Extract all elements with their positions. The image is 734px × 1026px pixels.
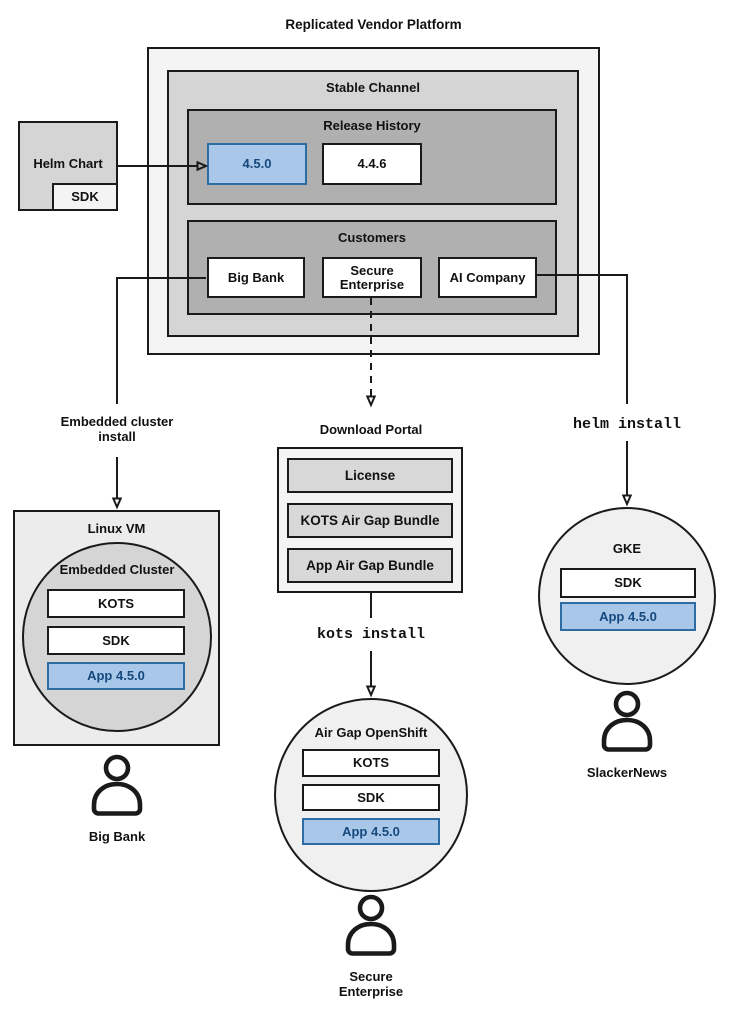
os-app-box: App 4.5.0 [302,818,440,845]
gke-circle: GKE SDK App 4.5.0 [538,507,716,685]
license-box: License [287,458,453,493]
slackernews-user: SlackerNews [567,690,687,780]
embedded-install-label: Embedded cluster install [60,414,174,444]
linux-vm-label: Linux VM [87,521,146,536]
os-sdk-box: SDK [302,784,440,811]
customer-ai-company: AI Company [438,257,537,298]
download-portal-box: License KOTS Air Gap Bundle App Air Gap … [277,447,463,593]
app-airgap-bundle-box: App Air Gap Bundle [287,548,453,583]
stable-channel-label: Stable Channel [326,80,420,95]
slackernews-user-label: SlackerNews [586,765,668,780]
user-icon [601,690,653,752]
helm-chart-box: Helm Chart SDK [18,121,118,211]
customer-secure-enterprise: Secure Enterprise [322,257,422,298]
kots-install-command: kots install [316,626,426,643]
user-icon [345,894,397,956]
ec-sdk-box: SDK [47,626,185,655]
platform-box: Stable Channel Release History 4.5.0 4.4… [147,47,600,355]
ec-app-box: App 4.5.0 [47,662,185,690]
diagram-title: Replicated Vendor Platform [285,17,462,32]
customers-box: Customers Big Bank Secure Enterprise AI … [187,220,557,315]
user-icon [91,754,143,816]
release-4-5-0: 4.5.0 [207,143,307,185]
gke-label: GKE [612,541,642,556]
gke-sdk-box: SDK [560,568,696,598]
helm-sdk-box: SDK [52,183,118,211]
gke-app-box: App 4.5.0 [560,602,696,631]
linux-vm-box: Linux VM Embedded Cluster KOTS SDK App 4… [13,510,220,746]
ec-kots-box: KOTS [47,589,185,618]
stable-channel-box: Stable Channel Release History 4.5.0 4.4… [167,70,579,337]
download-portal-label: Download Portal [319,422,423,437]
big-bank-user: Big Bank [57,754,177,844]
customer-big-bank: Big Bank [207,257,305,298]
release-history-box: Release History 4.5.0 4.4.6 [187,109,557,205]
big-bank-user-label: Big Bank [88,829,146,844]
embedded-cluster-circle: Embedded Cluster KOTS SDK App 4.5.0 [22,542,212,732]
release-4-4-6: 4.4.6 [322,143,422,185]
embedded-cluster-label: Embedded Cluster [59,562,175,577]
os-kots-box: KOTS [302,749,440,777]
customers-label: Customers [338,230,406,245]
helm-chart-label: Helm Chart [33,156,103,171]
release-history-label: Release History [323,118,421,133]
airgap-openshift-circle: Air Gap OpenShift KOTS SDK App 4.5.0 [274,698,468,892]
secure-enterprise-user-label: Secure Enterprise [338,969,404,999]
airgap-openshift-label: Air Gap OpenShift [314,725,428,740]
secure-enterprise-user: Secure Enterprise [311,894,431,999]
kots-airgap-bundle-box: KOTS Air Gap Bundle [287,503,453,538]
helm-install-command: helm install [572,416,682,433]
